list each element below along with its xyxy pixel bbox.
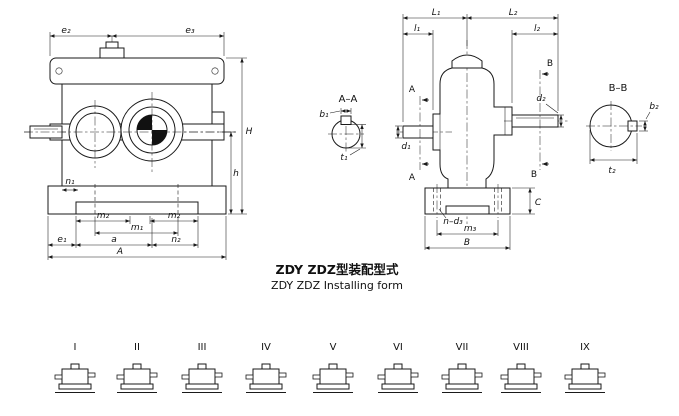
- section-aa-title: A–A: [339, 94, 358, 105]
- section-marker-A-top: A: [409, 85, 416, 95]
- section-b-b: B–B b₂ t₂: [586, 83, 659, 176]
- dim-label-m1: m₁: [131, 223, 144, 233]
- form-icon-3: [181, 363, 223, 393]
- caption: ZDY ZDZ型装配型式 ZDY ZDZ Installing form: [271, 262, 403, 292]
- dim-label-A: A: [116, 247, 123, 257]
- dim-label-t2: t₂: [608, 166, 616, 176]
- dim-label-B-width: B: [464, 238, 470, 248]
- breather-cap: [105, 41, 119, 49]
- caption-english: ZDY ZDZ Installing form: [271, 279, 403, 292]
- section-marker-B-bottom: B: [531, 170, 537, 180]
- dim-label-e1: e₁: [57, 235, 67, 245]
- dim-label-d2: d₂: [536, 94, 546, 104]
- front-view: e₂ e₃ H h n₁ m₂ m₂ m₁ e₁ a n₂: [24, 26, 253, 260]
- form-icon-9: [564, 363, 606, 393]
- dim-label-C: C: [535, 198, 542, 208]
- dim-label-e2: e₂: [61, 26, 71, 36]
- form-label-7: VII: [456, 342, 469, 353]
- keyway-aa: [340, 115, 352, 125]
- side-input-shaft: [511, 114, 559, 128]
- side-output-shaft: [402, 125, 434, 139]
- form-icon-5: [312, 363, 354, 393]
- dim-label-b1: b₁: [319, 110, 329, 120]
- form-label-4: IV: [261, 342, 271, 353]
- dim-label-e3: e₃: [185, 26, 195, 36]
- dim-label-d1: d₁: [401, 142, 411, 152]
- cover-bolt-icon: [211, 67, 219, 75]
- dim-label-H: H: [246, 127, 253, 137]
- dim-label-n2: n₂: [171, 235, 181, 245]
- dim-label-n-d3: n–d₃: [443, 217, 463, 227]
- form-icon-2: [116, 363, 158, 393]
- section-a-a: A–A b₁ t₁: [319, 94, 366, 163]
- dim-label-l2: l₂: [534, 24, 541, 34]
- dim-label-b2: b₂: [649, 102, 659, 112]
- section-bb-title: B–B: [609, 83, 628, 94]
- cover-bolt-icon: [55, 67, 63, 75]
- dim-label-l1: l₁: [414, 24, 421, 34]
- caption-chinese: ZDY ZDZ型装配型式: [276, 262, 399, 277]
- form-label-2: II: [134, 342, 140, 353]
- side-view: L₁ L₂ l₁ l₂ A A B B d₁ d₂ C: [395, 8, 570, 250]
- form-icon-1: [54, 363, 96, 393]
- form-icon-7: [441, 363, 483, 393]
- form-icon-6: [377, 363, 419, 393]
- form-label-9: IX: [580, 342, 590, 353]
- section-marker-B-top: B: [547, 59, 553, 69]
- dim-label-m2-left: m₂: [97, 211, 110, 221]
- dim-label-m3: m₃: [464, 224, 477, 234]
- housing-top-cover: [49, 57, 225, 85]
- installation-forms: I II III IV V VI VII VIII IX: [54, 342, 606, 393]
- form-label-8: VIII: [513, 342, 529, 353]
- form-label-3: III: [198, 342, 207, 353]
- form-label-1: I: [74, 342, 77, 353]
- dim-label-L1: L₁: [432, 8, 441, 18]
- top-boss: [451, 54, 483, 69]
- form-icon-4: [245, 363, 287, 393]
- side-mounting-base: [424, 187, 511, 215]
- form-label-6: VI: [393, 342, 403, 353]
- dim-label-n1: n₁: [65, 177, 75, 187]
- dim-label-a: a: [111, 235, 117, 245]
- dim-label-L2: L₂: [509, 8, 518, 18]
- form-label-5: V: [330, 342, 337, 353]
- dim-label-t1: t₁: [340, 153, 348, 163]
- form-icon-8: [500, 363, 542, 393]
- dim-label-m2-right: m₂: [168, 211, 181, 221]
- dim-label-h: h: [233, 169, 239, 179]
- section-marker-A-bottom: A: [409, 173, 416, 183]
